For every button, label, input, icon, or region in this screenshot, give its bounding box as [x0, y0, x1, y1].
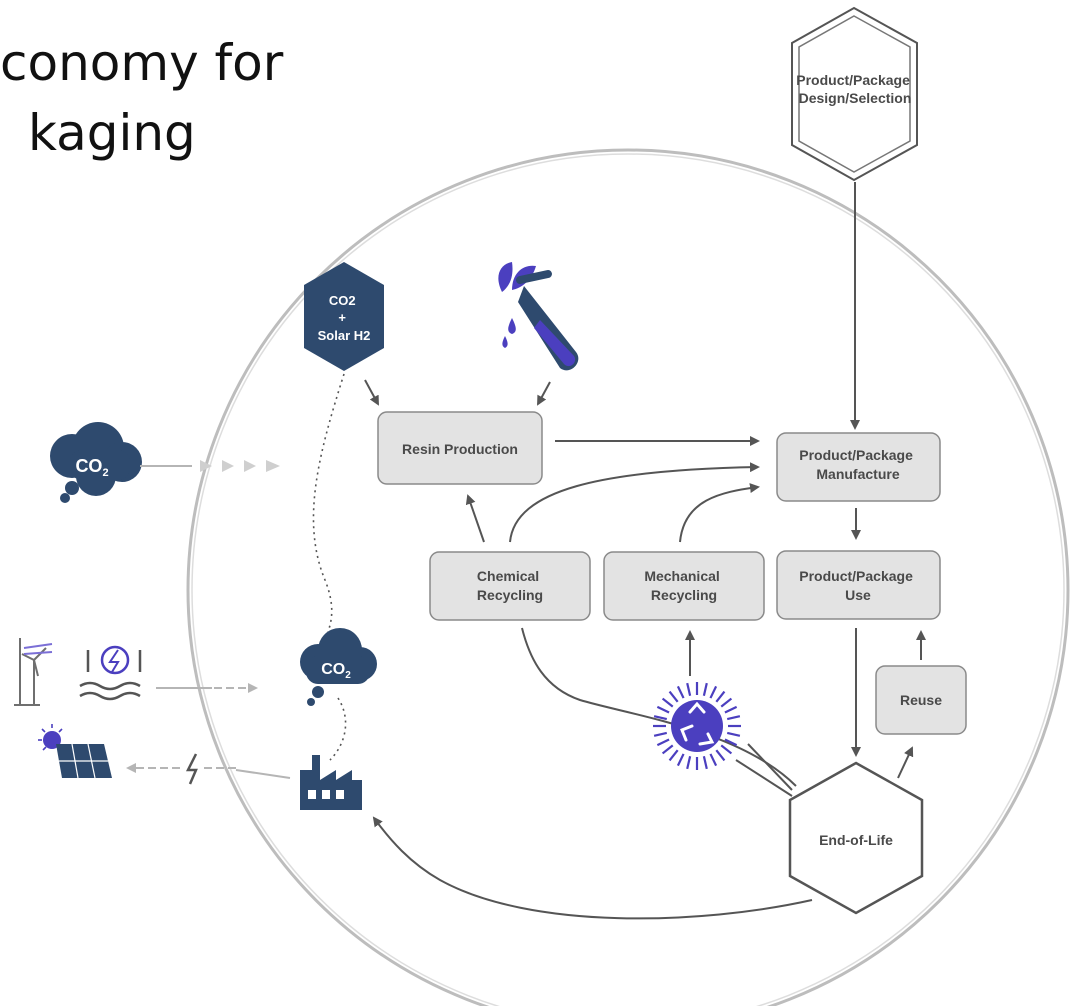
- title-line-2: kaging: [28, 104, 196, 162]
- recycle-icon: [653, 682, 741, 770]
- recycle-sun-ray: [715, 690, 726, 703]
- slide-title: conomy for kaging: [0, 28, 283, 168]
- resin-production-node: Resin Production: [377, 411, 543, 485]
- co2-mid-sub: 2: [345, 670, 351, 681]
- co2-mid-label: CO: [321, 661, 345, 678]
- electricity-return-arrow: [126, 753, 291, 785]
- mechanical-label-line2: Recycling: [651, 587, 717, 603]
- recycle-sun-ray: [715, 749, 726, 762]
- eol-to-recycle-line-1: [747, 743, 793, 791]
- recycle-sun-ray: [668, 690, 679, 703]
- mechanical-to-manufacture-arrow: [679, 483, 760, 543]
- recycle-sun-ray: [726, 731, 741, 737]
- end-of-life-node: End-of-Life: [788, 761, 924, 915]
- co2-left-label: CO: [75, 456, 102, 476]
- recycle-sun-ray: [686, 755, 692, 770]
- design-label-line2: Design/Selection: [799, 90, 912, 106]
- co2-left-sub: 2: [102, 467, 108, 479]
- recycle-sun-ray: [653, 731, 668, 737]
- recycle-sun-ray: [653, 715, 668, 721]
- recycle-sun-ray: [676, 685, 685, 699]
- chemical-label-line1: Chemical: [477, 568, 539, 584]
- mechanical-recycling-node: Mechanical Recycling: [603, 551, 765, 621]
- recycle-sun-ray: [709, 685, 718, 699]
- bio-to-resin-arrow: [537, 381, 551, 406]
- chemical-label-line2: Recycling: [477, 587, 543, 603]
- recycle-sun-ray: [668, 749, 679, 762]
- design-label-line1: Product/Package: [796, 72, 910, 88]
- dotted-carbon-paths: [312, 373, 347, 761]
- recycle-sun-ray: [702, 682, 708, 697]
- manufacture-label-line2: Manufacture: [816, 466, 899, 482]
- use-label-line1: Product/Package: [799, 568, 913, 584]
- recycle-sun-ray: [720, 744, 733, 755]
- use-node: Product/Package Use: [776, 550, 941, 620]
- hydro-power-icon: [79, 645, 142, 701]
- design-selection-node: Product/Package Design/Selection: [791, 6, 918, 182]
- title-line-1: conomy for: [0, 34, 284, 92]
- cycle-circle: [186, 148, 1070, 1006]
- recycle-sun-ray: [676, 753, 685, 767]
- chemical-to-resin-arrow: [465, 494, 485, 543]
- eol-to-reuse-arrow: [897, 746, 914, 779]
- recycle-sun-ray: [724, 705, 738, 714]
- recycle-sun-ray: [661, 744, 674, 755]
- reuse-label: Reuse: [900, 692, 942, 708]
- eol-to-chemical-curve: [521, 627, 797, 787]
- manufacture-label-line1: Product/Package: [799, 447, 913, 463]
- svg-text:Product/Package Manufact: Product/Package Manufacture: [799, 447, 917, 482]
- reuse-node: Reuse: [875, 665, 967, 735]
- svg-text:CO2 + Solar H2: CO2 + Solar H2: [318, 293, 371, 343]
- co2-solar-h2-node: CO2 + Solar H2: [304, 262, 384, 371]
- recycle-sun-ray: [661, 697, 674, 708]
- recycle-sun-ray: [726, 715, 741, 721]
- chemical-to-manufacture-arrow: [509, 462, 760, 543]
- flow-arrows: [372, 436, 926, 920]
- wind-turbine-icon: [14, 638, 53, 706]
- svg-text:CO2: CO2: [75, 456, 108, 479]
- cloud-to-factory-dotted: [329, 697, 347, 761]
- manufacture-node: Product/Package Manufacture: [776, 432, 941, 502]
- svg-text:CO2: CO2: [321, 661, 351, 681]
- mechanical-label-line1: Mechanical: [644, 568, 719, 584]
- svg-text:Product/Package Use: Product/Package Use: [799, 568, 917, 603]
- co2-hex-to-cloud-dotted: [312, 373, 345, 633]
- co2-cloud-mid-icon: CO2: [300, 628, 377, 706]
- co2-solar-line1: CO2: [329, 293, 356, 308]
- co2-solar-line2: +: [338, 310, 346, 325]
- recycle-sun-ray: [720, 697, 733, 708]
- bio-feedstock-icon: [498, 262, 579, 371]
- recycle-sun-ray: [686, 682, 692, 697]
- co2-cloud-left-icon: CO2: [50, 422, 142, 503]
- eol-to-factory-arrow: [372, 816, 813, 920]
- svg-text:Product/Package Design/S: Product/Package Design/Selection: [796, 72, 914, 106]
- recycle-sun-ray: [724, 738, 738, 747]
- use-label-line2: Use: [845, 587, 871, 603]
- cycle-circle-inner: [191, 153, 1065, 1006]
- co2-to-resin-arrow: [364, 379, 379, 406]
- svg-text:Mechanical Recycling: Mechanical Recycling: [644, 568, 723, 603]
- resin-label: Resin Production: [402, 441, 518, 457]
- recycle-sun-ray: [656, 705, 670, 714]
- co2-solar-line3: Solar H2: [318, 328, 371, 343]
- svg-text:Chemical Recycling: Chemical Recycling: [477, 568, 543, 603]
- recycle-sun-ray: [702, 755, 708, 770]
- eol-to-recycle-line-2: [735, 759, 793, 797]
- eol-label: End-of-Life: [819, 832, 893, 848]
- factory-icon: [300, 755, 362, 810]
- recycle-sun-ray: [656, 738, 670, 747]
- solar-panel-icon: [38, 724, 112, 779]
- chemical-recycling-node: Chemical Recycling: [429, 551, 591, 621]
- co2-left-dashed-arrows: [200, 460, 280, 472]
- recycle-sun-ray: [709, 753, 718, 767]
